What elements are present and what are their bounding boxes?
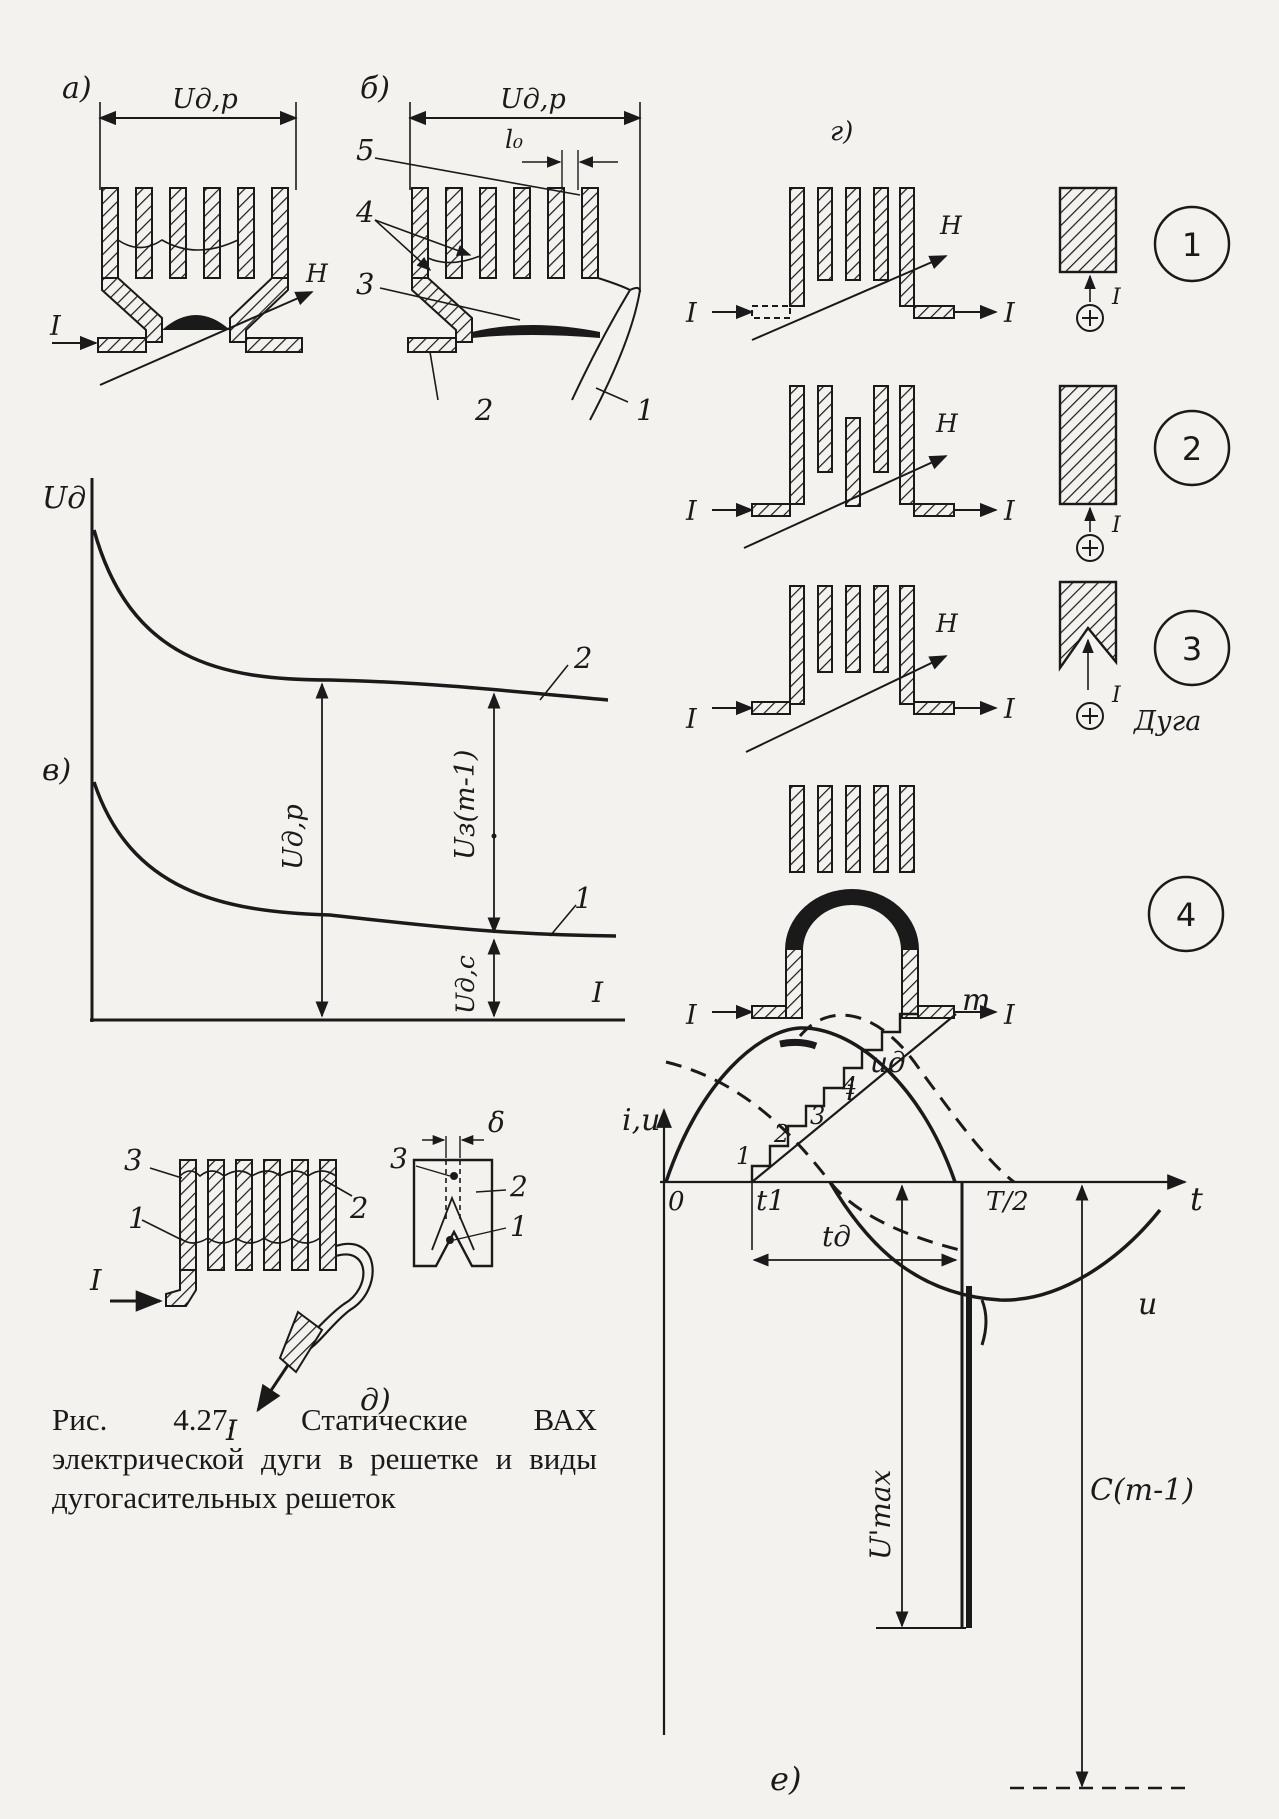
panel-d-gap-label: δ bbox=[488, 1106, 505, 1139]
panel-e-curve-u bbox=[828, 1181, 1162, 1302]
panel-d-callout-1: 1 bbox=[128, 1201, 146, 1235]
case-4-current-in: I bbox=[685, 1000, 698, 1031]
panel-e-tarc-label: tд bbox=[822, 1220, 851, 1253]
panel-b-letter: б) bbox=[360, 71, 390, 106]
case-3-number: 3 bbox=[1182, 630, 1202, 668]
panel-e-curve-u-label: u bbox=[1138, 1287, 1157, 1322]
panel-v-dim-gaps: Uз(m-1) bbox=[450, 750, 481, 860]
panel-v: Uд в) I 2 1 Uд,р Uз(m-1) Uд,с bbox=[42, 478, 625, 1022]
case-4-current-out: I bbox=[1003, 1000, 1016, 1031]
panel-e-m-label: m bbox=[962, 983, 990, 1018]
panel-e-step-2: 2 bbox=[773, 1120, 789, 1148]
panel-e-letter: е) bbox=[770, 1760, 801, 1798]
case-2-field-label: H bbox=[935, 409, 959, 438]
case-3-plus-icon bbox=[1076, 702, 1104, 730]
panel-v-curve-1 bbox=[92, 781, 617, 938]
panel-b-arc bbox=[472, 325, 600, 338]
panel-e-origin: 0 bbox=[668, 1187, 685, 1217]
case-2-current-out: I bbox=[1003, 496, 1016, 527]
panel-b-gap-label: l₀ bbox=[505, 125, 523, 154]
panel-b-callout-5: 5 bbox=[356, 133, 374, 167]
case-4-number: 4 bbox=[1176, 896, 1196, 934]
case-2-current-in: I bbox=[685, 496, 698, 527]
panel-e-t1-label: t1 bbox=[756, 1184, 785, 1217]
case-2-number: 2 bbox=[1182, 430, 1202, 468]
panel-d-current-in: I bbox=[89, 1263, 102, 1297]
panel-e-step-3: 3 bbox=[810, 1102, 825, 1130]
panel-v-curve-2 bbox=[92, 529, 609, 702]
panel-e-step-1: 1 bbox=[736, 1142, 751, 1170]
panel-g-case-1: I I H I 1 bbox=[685, 186, 1231, 341]
case-1-section-current: I bbox=[1111, 285, 1122, 310]
panel-b-callout-4: 4 bbox=[355, 195, 374, 229]
panel-v-dim-arc: Uд,р bbox=[278, 804, 309, 870]
panel-v-dim-column: Uд,с bbox=[451, 955, 480, 1014]
case-4-arc bbox=[786, 890, 918, 950]
panel-e-x-label: t bbox=[1190, 1180, 1203, 1218]
case-1-plus-icon bbox=[1076, 304, 1104, 332]
panel-v-xlabel: I bbox=[591, 976, 604, 1009]
case-3-arc-label: Дуга bbox=[1133, 706, 1201, 737]
case-3-current-out: I bbox=[1003, 694, 1016, 725]
panel-d-callout-2: 2 bbox=[349, 1191, 368, 1225]
figure-caption: Рис. 4.27. Статические ВАХ электрической… bbox=[52, 1402, 597, 1515]
case-2-plate-section bbox=[1058, 384, 1118, 506]
panel-e-arc-voltage-steps bbox=[750, 1012, 918, 1182]
case-1-number: 1 bbox=[1182, 226, 1202, 264]
case-3-field-label: H bbox=[935, 609, 959, 638]
panel-a-grid-plates bbox=[97, 187, 303, 353]
panel-d-letter: д) bbox=[360, 1383, 391, 1418]
panel-b-grid-plates bbox=[407, 187, 599, 353]
panel-v-letter: в) bbox=[42, 753, 71, 788]
panel-e-step-4: 4 bbox=[841, 1072, 857, 1100]
case-1-current-in: I bbox=[685, 298, 698, 329]
panel-g: г) I I H I 1 bbox=[685, 117, 1231, 1031]
case-3-section-current: I bbox=[1111, 683, 1122, 708]
panel-e: i,u t 0 i u 1 2 3 4 uд m t1 T/2 tд bbox=[622, 983, 1203, 1798]
case-1-plate-section bbox=[1058, 186, 1118, 274]
panel-d-current-out: I bbox=[225, 1414, 238, 1447]
panel-e-ud-label: uд bbox=[870, 1046, 906, 1079]
panel-a-letter: а) bbox=[62, 71, 92, 106]
panel-a-arc bbox=[162, 315, 230, 330]
panel-v-ylabel: Uд bbox=[42, 481, 86, 516]
panel-d-plate-callout-1: 1 bbox=[510, 1210, 528, 1243]
panel-d-plate-callout-3: 3 bbox=[390, 1142, 408, 1175]
panel-d-grid bbox=[165, 1159, 337, 1307]
case-3-current-in: I bbox=[685, 704, 698, 735]
panel-b-callout-3: 3 bbox=[356, 267, 374, 301]
panel-d-plate-detail bbox=[412, 1158, 494, 1268]
case-1-field-label: H bbox=[939, 211, 963, 240]
panel-b-dim-label: Uд,р bbox=[500, 84, 566, 115]
case-1-current-out: I bbox=[1003, 298, 1016, 329]
case-3-plate-section bbox=[1058, 580, 1118, 672]
panel-d-callout-3: 3 bbox=[124, 1143, 142, 1177]
panel-a-field-label: H bbox=[305, 259, 329, 288]
panel-e-y-label: i,u bbox=[622, 1103, 660, 1138]
case-2-plus-icon bbox=[1076, 534, 1104, 562]
panel-g-case-2: I I H I 2 bbox=[685, 384, 1231, 562]
panel-v-curve-2-label: 2 bbox=[573, 641, 592, 675]
panel-e-cm-label: C(m-1) bbox=[1090, 1473, 1194, 1508]
panel-e-curve-i bbox=[664, 1026, 957, 1183]
panel-d-plate-callout-2: 2 bbox=[509, 1170, 528, 1203]
case-2-section-current: I bbox=[1111, 513, 1122, 538]
panel-a-dim-label: Uд,р bbox=[172, 84, 238, 115]
panel-e-umax-label: U'max bbox=[864, 1469, 897, 1560]
panel-v-curve-1-label: 1 bbox=[574, 881, 592, 915]
panel-e-half-period-label: T/2 bbox=[986, 1187, 1029, 1217]
panel-b-callout-2: 2 bbox=[474, 393, 493, 427]
panel-g-letter: г) bbox=[830, 117, 853, 147]
panel-d: I I 3 1 2 д) δ 3 2 1 bbox=[89, 1106, 528, 1447]
panel-g-case-3: I I H I Дуга 3 bbox=[685, 580, 1231, 753]
panel-e-curve-i-label: i bbox=[846, 1073, 856, 1108]
panel-a: а) Uд,р H I bbox=[49, 71, 329, 386]
panel-a-current-label: I bbox=[49, 311, 62, 342]
panel-b-callout-1: 1 bbox=[636, 393, 654, 427]
panel-b: б) Uд,р l₀ 5 4 3 2 bbox=[355, 71, 654, 427]
panel-g-case-4: I I 4 bbox=[685, 785, 1225, 1031]
